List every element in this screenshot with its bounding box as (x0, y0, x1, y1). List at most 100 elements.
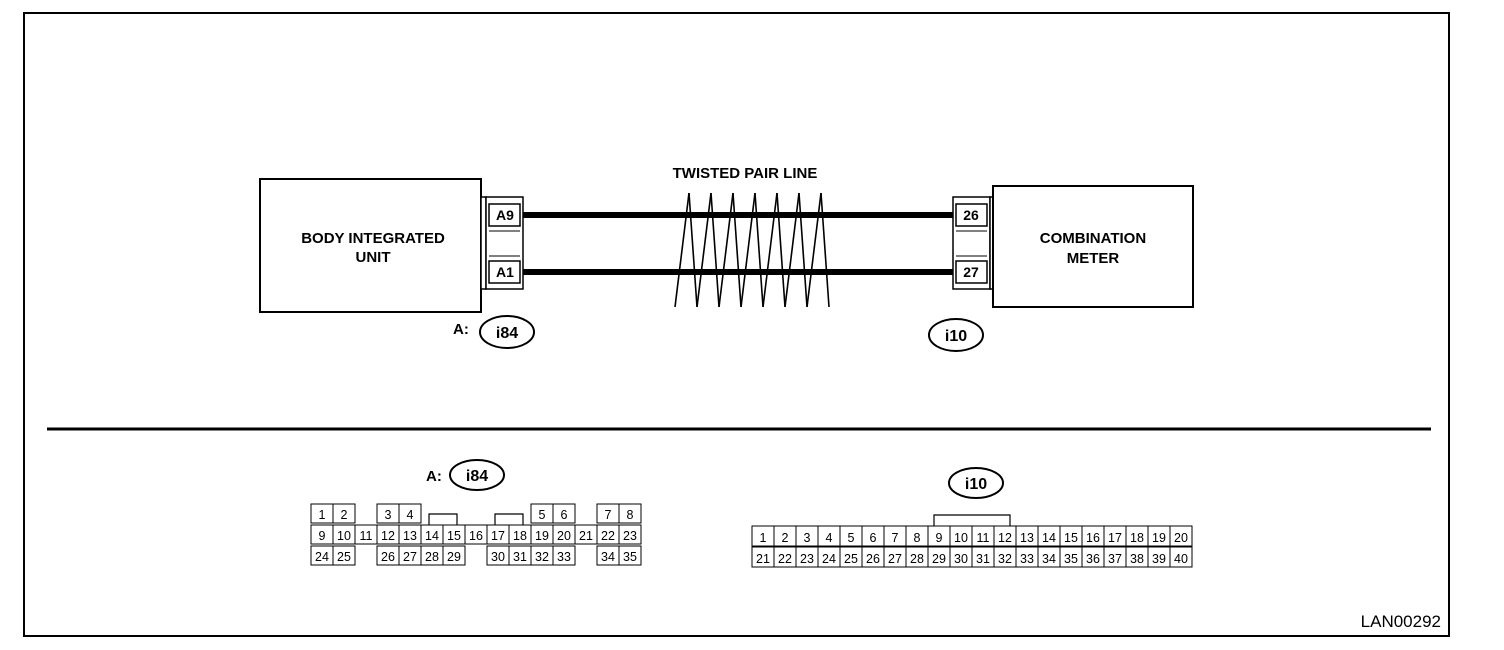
twist-stroke (798, 192, 808, 308)
pin-number: 10 (337, 529, 351, 543)
pin-cell (552, 503, 576, 524)
i10-face-code: i10 (965, 476, 987, 493)
pin-number: 27 (403, 550, 417, 564)
right-connector-code: i10 (945, 328, 967, 345)
pin-number: 21 (756, 552, 770, 566)
pin-number: 32 (535, 550, 549, 564)
pin-cell (332, 503, 356, 524)
pin-number: 3 (385, 508, 392, 522)
pin-number: 26 (866, 552, 880, 566)
left-connector-prefix: A: (453, 321, 469, 338)
pin-number: 25 (844, 552, 858, 566)
connector-latch (428, 513, 458, 525)
i84-face-prefix: A: (426, 468, 442, 485)
pin-number: 30 (954, 552, 968, 566)
pin-number: 15 (1064, 531, 1078, 545)
pin-number: 20 (557, 529, 571, 543)
twist-stroke (696, 192, 712, 308)
pin-number: 15 (447, 529, 461, 543)
pin-number: 9 (319, 529, 326, 543)
twisted-pair-marks (674, 192, 830, 308)
body-integrated-unit-label-line2: UNIT (356, 249, 391, 266)
pin-label-a9: A9 (496, 207, 514, 223)
pin-cell (552, 545, 576, 566)
combination-meter-label-line2: METER (1067, 250, 1120, 267)
twist-stroke (762, 192, 778, 308)
pin-number: 18 (1130, 531, 1144, 545)
pin-number: 1 (319, 508, 326, 522)
connector-latch (494, 513, 524, 525)
twist-stroke (820, 192, 830, 308)
pin-number: 12 (998, 531, 1012, 545)
pin-number: 23 (623, 529, 637, 543)
pin-number: 35 (1064, 552, 1078, 566)
pin-number: 26 (381, 550, 395, 564)
pin-number: 21 (579, 529, 593, 543)
pin-cell (332, 545, 356, 566)
pin-cell (618, 545, 642, 566)
pin-number: 5 (848, 531, 855, 545)
pin-number: 37 (1108, 552, 1122, 566)
pin-number: 13 (403, 529, 417, 543)
left-connector-code: i84 (496, 325, 518, 342)
twist-stroke (754, 192, 764, 308)
pin-cell (618, 503, 642, 524)
twist-stroke (806, 192, 822, 308)
pin-cell (1169, 546, 1193, 568)
pin-number: 28 (910, 552, 924, 566)
pin-number: 39 (1152, 552, 1166, 566)
twist-stroke (674, 192, 690, 308)
pin-cell (1169, 525, 1193, 547)
left-connector-housing (480, 196, 524, 290)
pin-number: 7 (892, 531, 899, 545)
right-connector-housing (952, 196, 994, 290)
pin-number: 4 (826, 531, 833, 545)
pin-number: 3 (804, 531, 811, 545)
pin-number: 38 (1130, 552, 1144, 566)
pin-number: 27 (888, 552, 902, 566)
pin-number: 20 (1174, 531, 1188, 545)
pin-number: 34 (1042, 552, 1056, 566)
pin-label-26: 26 (963, 207, 979, 223)
pin-number: 2 (782, 531, 789, 545)
pin-number: 9 (936, 531, 943, 545)
pin-number: 18 (513, 529, 527, 543)
combination-meter-box (992, 185, 1194, 308)
right-connector-code-oval (928, 318, 984, 352)
figure-id: LAN00292 (1361, 612, 1441, 631)
pin-number: 8 (627, 508, 634, 522)
pin-number: 24 (822, 552, 836, 566)
pin-number: 22 (778, 552, 792, 566)
pin-number: 40 (1174, 552, 1188, 566)
pin-number: 28 (425, 550, 439, 564)
pin-number: 19 (535, 529, 549, 543)
body-integrated-unit-label-line1: BODY INTEGRATED (301, 230, 445, 247)
twist-stroke (688, 192, 698, 308)
pin-number: 14 (425, 529, 439, 543)
twist-stroke (718, 192, 734, 308)
pin-number: 11 (977, 531, 990, 545)
pin-number: 17 (491, 529, 505, 543)
pin-number: 1 (760, 531, 767, 545)
pin-number: 7 (605, 508, 612, 522)
pin-number: 33 (557, 550, 571, 564)
pin-number: 5 (539, 508, 546, 522)
pin-number: 17 (1108, 531, 1122, 545)
pin-cell (442, 545, 466, 566)
pin-number: 29 (932, 552, 946, 566)
pin-number: 22 (601, 529, 615, 543)
pin-number: 6 (561, 508, 568, 522)
pin-number: 25 (337, 550, 351, 564)
pin-number: 10 (954, 531, 968, 545)
pin-number: 29 (447, 550, 461, 564)
pin-number: 6 (870, 531, 877, 545)
pin-number: 16 (469, 529, 483, 543)
combination-meter-label-line1: COMBINATION (1040, 230, 1146, 247)
twist-stroke (776, 192, 786, 308)
pin-number: 16 (1086, 531, 1100, 545)
pin-number: 36 (1086, 552, 1100, 566)
i84-face-code-oval (449, 459, 505, 491)
